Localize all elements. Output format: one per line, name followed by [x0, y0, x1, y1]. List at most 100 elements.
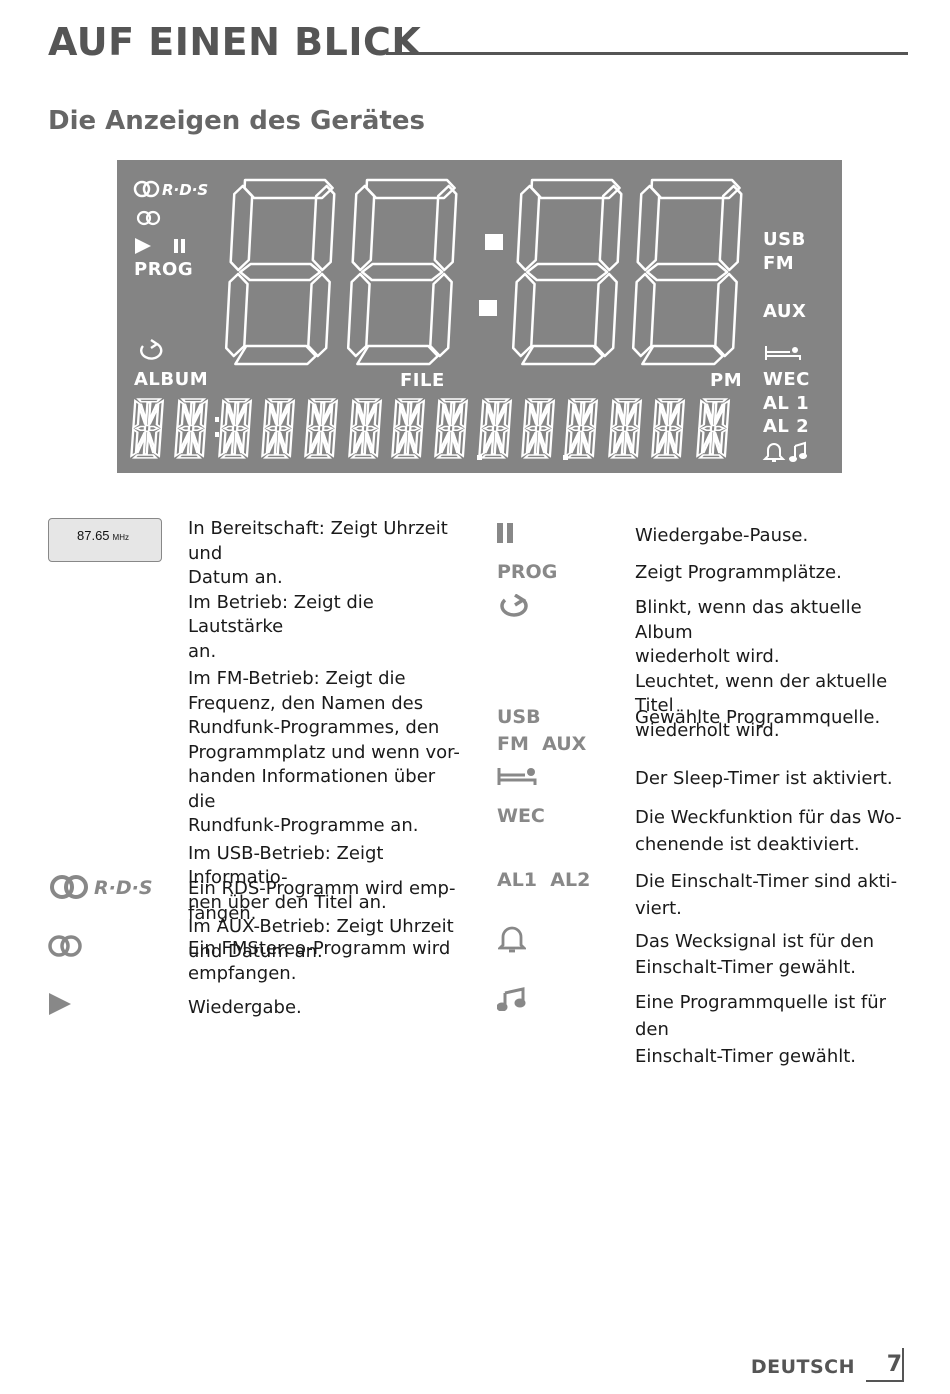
- stereo-icon: [136, 210, 161, 226]
- bell-icon: [496, 926, 528, 958]
- fm-aux-symbol: FM AUX: [497, 733, 587, 755]
- alpha-cell: [391, 398, 426, 459]
- text-line: nen über den Titel an.: [188, 891, 387, 913]
- text-line: viert.: [635, 898, 682, 919]
- header-rule: [386, 52, 908, 55]
- text-line: Im Betrieb: Zeigt die Lautstärke: [188, 591, 374, 638]
- text-line: chenende ist deaktiviert.: [635, 834, 860, 855]
- sleep-icon: [497, 767, 539, 791]
- display-label-wec: WEC: [763, 369, 810, 390]
- text-line: Datum an.: [188, 567, 283, 588]
- text-line: Die Weckfunktion für das Wo-: [635, 807, 902, 828]
- description-pause: Wiedergabe-Pause.: [635, 524, 925, 549]
- alpha-cell: [521, 398, 556, 459]
- description-rds: Ein RDS-Programm wird emp- fangen.: [188, 877, 468, 926]
- display-label-pm: PM: [710, 370, 743, 391]
- description-stereo: Ein FMStereo-Programm wird empfangen.: [188, 937, 468, 986]
- alpha-cell: [348, 398, 383, 459]
- play-icon: [49, 993, 73, 1019]
- alpha-cell: [651, 398, 686, 459]
- alpha-cell: [218, 398, 253, 459]
- text-line: Eine Programmquelle ist für den: [635, 992, 887, 1040]
- description-wec: Die Weckfunktion für das Wo- chenende is…: [635, 804, 925, 858]
- text-line: In Bereitschaft: Zeigt Uhrzeit und: [188, 518, 448, 564]
- text-line: Leuchtet, wenn der aktuelle Titel: [635, 670, 888, 717]
- repeat-icon: [497, 593, 529, 624]
- alpha-cell: [478, 398, 513, 459]
- text-line: Im FM-Betrieb: Zeigt die: [188, 668, 406, 689]
- seven-seg-digit-4: [631, 178, 743, 366]
- rds-symbol-text: R·D·S: [94, 877, 153, 899]
- pause-icon-bar-1: [174, 239, 178, 253]
- text-line: Einschalt-Timer gewählt.: [635, 957, 857, 978]
- al1-al2-symbol: AL1 AL2: [497, 869, 591, 891]
- frequency-unit: MHz: [112, 533, 129, 542]
- pause-icon-bar-2: [181, 239, 185, 253]
- text-line: empfangen.: [188, 962, 297, 984]
- rds-icon: R·D·S: [133, 180, 208, 199]
- sleep-icon: [765, 346, 801, 360]
- display-label-al1: AL 1: [763, 393, 810, 414]
- alpha-cell: [304, 398, 339, 459]
- rds-label: R·D·S: [162, 181, 208, 199]
- text-line: Ein RDS-Programm wird emp-: [188, 878, 456, 899]
- usb-symbol: USB: [497, 706, 541, 728]
- text-line: Im AUX-Betrieb: Zeigt Uhrzeit: [188, 916, 454, 937]
- text-line: Wiedergabe-Pause.: [635, 525, 809, 546]
- description-bell: Das Wecksignal ist für den Einschalt-Tim…: [635, 929, 925, 981]
- footer-rule: [866, 1380, 902, 1382]
- text-line: Frequenz, den Namen des: [188, 692, 424, 714]
- alpha-cell: [696, 398, 731, 459]
- text-line: Rundfunk-Programmes, den: [188, 717, 440, 738]
- footer-vertical-rule: [902, 1348, 904, 1382]
- text-line: und Datum an.: [188, 940, 323, 962]
- lcd-display-illustration: R·D·S: [117, 160, 842, 473]
- section-title: Die Anzeigen des Gerätes: [48, 106, 425, 136]
- text-line: Der Sleep-Timer ist aktiviert.: [635, 768, 893, 789]
- description-music: Eine Programmquelle ist für den Einschal…: [635, 989, 925, 1070]
- text-line: Das Wecksignal ist für den: [635, 931, 875, 952]
- seven-seg-digit-2: [346, 178, 458, 366]
- rds-icon: R·D·S: [50, 874, 160, 904]
- description-source: Gewählte Programmquelle.: [635, 706, 925, 731]
- music-note-icon: [496, 987, 527, 1015]
- text-line: Zeigt Programmplätze.: [635, 562, 842, 583]
- alpha-colon-top: [215, 417, 219, 422]
- display-label-prog: PROG: [134, 259, 194, 280]
- page-header-title: AUF EINEN BLICK: [48, 20, 422, 64]
- music-note-icon: [789, 441, 807, 462]
- display-label-al2: AL 2: [763, 416, 810, 437]
- text-line: Im USB-Betrieb: Zeigt Informatio-: [188, 842, 384, 889]
- text-line: Einschalt-Timer gewählt.: [635, 1046, 857, 1067]
- seven-seg-digit-3: [511, 178, 623, 366]
- alpha-dot-1: [477, 455, 482, 460]
- text-line: fangen.: [188, 902, 257, 924]
- wec-symbol: WEC: [497, 805, 545, 827]
- text-line: Rundfunk-Programme an.: [188, 815, 419, 836]
- text-line: Blinkt, wenn das aktuelle Album: [635, 597, 862, 643]
- display-label-album: ALBUM: [134, 369, 209, 390]
- text-line: Wiedergabe.: [188, 997, 302, 1018]
- prog-symbol: PROG: [497, 561, 558, 583]
- alphanumeric-row: [130, 398, 731, 459]
- lcd-segments: R·D·S: [130, 178, 807, 462]
- display-label-usb: USB: [763, 229, 806, 250]
- alpha-cell: [608, 398, 643, 459]
- display-label-file: FILE: [400, 370, 445, 391]
- text-line: Gewählte Programmquelle.: [635, 707, 881, 728]
- clock-colon-bottom: [479, 300, 497, 316]
- repeat-icon: [140, 339, 163, 360]
- text-line: Die Einschalt-Timer sind akti-: [635, 871, 898, 892]
- text-line: an.: [188, 640, 217, 662]
- stereo-icon: [48, 934, 84, 962]
- pause-icon: [497, 523, 517, 549]
- play-icon: [135, 238, 151, 254]
- description-repeat: Blinkt, wenn das aktuelle Album wiederho…: [635, 596, 925, 743]
- bell-icon: [762, 443, 786, 462]
- footer-page-number: 7: [886, 1352, 902, 1377]
- display-label-fm: FM: [763, 253, 795, 274]
- frequency-value: 87.65: [77, 528, 110, 543]
- text-line: wiederholt wird.: [635, 719, 780, 741]
- description-play: Wiedergabe.: [188, 996, 468, 1021]
